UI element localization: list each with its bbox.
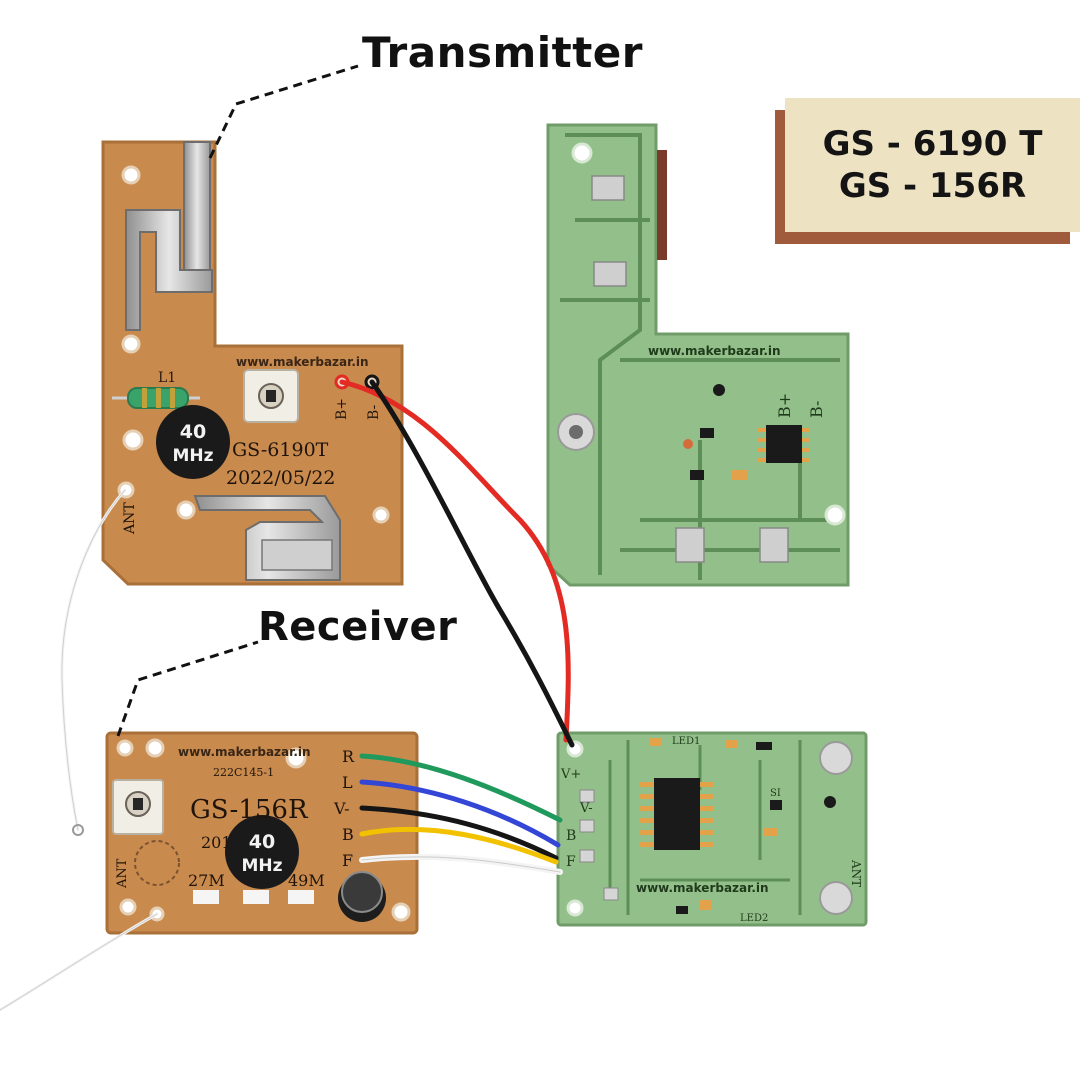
receiver-trimmer [112, 779, 164, 835]
receiver-back-vminus: V- [579, 801, 593, 816]
receiver-crystal-frequency: 40 [249, 831, 275, 853]
model-badge: GS - 6190 T GS - 156R [775, 98, 1080, 244]
yellow-wire [359, 826, 559, 865]
receiver-back-f: F [566, 854, 576, 870]
transmitter-watermark: www.makerbazar.in [236, 355, 369, 369]
transmitter-back-bplus: B+ [775, 393, 794, 418]
pin-label-l: L [342, 773, 353, 792]
pin-label-r: R [342, 747, 355, 766]
transmitter-ant-label: ANT [122, 502, 138, 535]
transmitter-crystal: 40 MHz [156, 405, 230, 479]
receiver-pin-labels: R L V- B F [333, 747, 355, 870]
receiver-back-b: B [566, 828, 576, 844]
pin-label-vminus: V- [333, 799, 350, 818]
receiver-callout-line [116, 640, 259, 737]
transmitter-back-watermark: www.makerbazar.in [648, 344, 781, 358]
receiver-back-watermark: www.makerbazar.in [636, 881, 769, 895]
receiver-crystal: 40 MHz [225, 815, 299, 889]
receiver-back-ant: ANT [849, 859, 863, 887]
transmitter-date-text: 2022/05/22 [226, 467, 336, 489]
transmitter-label: Transmitter [362, 28, 644, 77]
encoder-ic [758, 425, 810, 463]
crystal-unit: MHz [172, 446, 213, 466]
wires [0, 379, 575, 1012]
transmitter-bminus-label: B- [366, 404, 382, 420]
transmitter-callout-line [208, 64, 359, 159]
transmitter-bottom-contact-spring [193, 495, 341, 581]
transmitter-trimmer [243, 369, 299, 423]
receiver-watermark: www.makerbazar.in [178, 745, 311, 759]
receiver-back-led1: LED1 [672, 736, 700, 747]
black-wire [369, 379, 575, 748]
ground-star-pad [557, 413, 595, 451]
green-wire [359, 753, 563, 823]
receiver-model-text: GS-156R [190, 795, 309, 825]
transmitter-back-bminus: B- [807, 401, 826, 418]
coil-l1 [112, 387, 200, 409]
badge-line-transmitter-model: GS - 6190 T [822, 124, 1043, 164]
decoder-ic [640, 778, 714, 850]
receiver-back-si: SI [770, 788, 781, 799]
receiver-label: Receiver [258, 604, 458, 650]
blue-wire [359, 779, 561, 848]
crystal-frequency: 40 [180, 421, 206, 443]
pin-label-f: F [342, 851, 353, 870]
receiver-ant-label: ANT [115, 858, 130, 889]
receiver-year-text: 201 [201, 833, 232, 852]
receiver-code: 222C145-1 [213, 766, 274, 779]
receiver-board-front: 40 MHz www.makerbazar.in 222C145-1 GS-15… [105, 731, 419, 935]
receiver-capacitor [338, 871, 386, 922]
badge-face: GS - 6190 T GS - 156R [785, 98, 1080, 232]
red-wire [339, 379, 571, 743]
receiver-board-back: LED1 LED2 V+ V- B F SI ANT www.makerbaza… [556, 731, 868, 927]
receiver-freq-right: 49M [288, 871, 325, 890]
transmitter-bplus-label: B+ [334, 398, 350, 420]
receiver-freq-left: 27M [188, 871, 225, 890]
coil-label: L1 [158, 370, 176, 386]
black-signal-wire [359, 805, 559, 861]
pin-label-b: B [342, 825, 354, 844]
receiver-back-vplus: V+ [560, 767, 581, 782]
transmitter-model-text: GS-6190T [232, 439, 329, 461]
receiver-crystal-unit: MHz [241, 856, 282, 876]
coil-side-edge [657, 150, 667, 260]
receiver-back-led2: LED2 [740, 913, 768, 924]
transmitter-top-contact-spring [125, 141, 213, 331]
transmitter-board-front: L1 40 MHz www.makerbazar.in GS-6190T 202… [101, 140, 404, 586]
badge-line-receiver-model: GS - 156R [838, 166, 1027, 206]
